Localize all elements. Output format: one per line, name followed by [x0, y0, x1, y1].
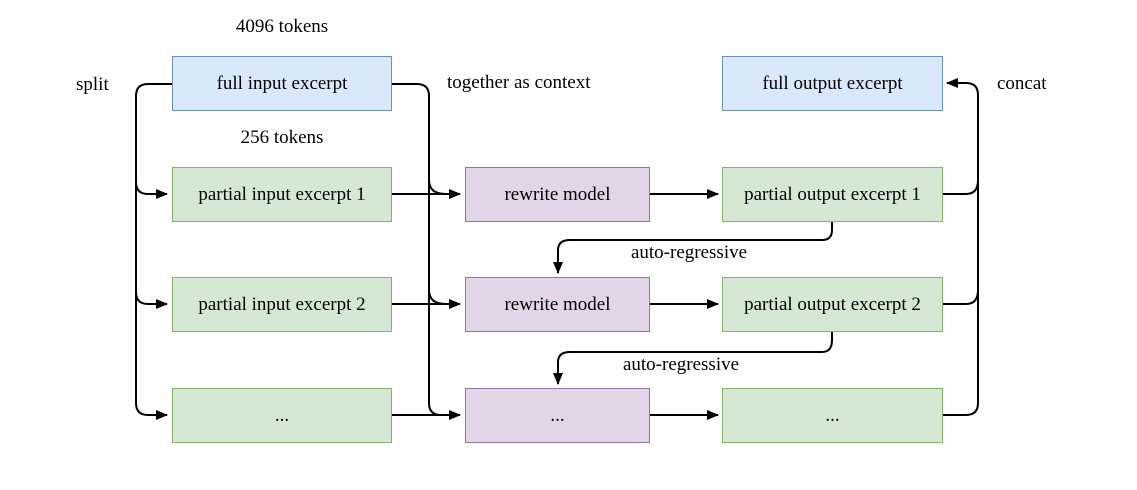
edge-split-branch2	[135, 291, 168, 309]
edge-concat-branch1	[943, 179, 979, 195]
label-together-as-context: together as context	[447, 72, 591, 93]
label-concat: concat	[997, 73, 1047, 94]
node-full-input-excerpt: full input excerpt	[172, 56, 392, 111]
label-4096-tokens: 4096 tokens	[235, 16, 329, 37]
label-256-tokens: 256 tokens	[240, 127, 324, 148]
label-split: split	[76, 74, 109, 95]
node-rewrite-model-1: rewrite model	[465, 167, 650, 222]
node-partial-output-excerpt-2: partial output excerpt 2	[722, 277, 943, 332]
node-rewrite-model-ellipsis: ...	[465, 388, 650, 443]
node-partial-input-ellipsis: ...	[172, 388, 392, 443]
node-partial-input-excerpt-2: partial input excerpt 2	[172, 277, 392, 332]
edge-context-branch2	[428, 289, 447, 305]
label-auto-regressive-2-text: auto-regressive	[620, 354, 742, 375]
node-partial-output-ellipsis: ...	[722, 388, 943, 443]
label-auto-regressive-1-text: auto-regressive	[628, 242, 750, 263]
edge-context-branch1	[428, 179, 447, 195]
node-partial-output-excerpt-1: partial output excerpt 1	[722, 167, 943, 222]
node-partial-input-excerpt-1: partial input excerpt 1	[172, 167, 392, 222]
edge-concat-branch2	[943, 289, 979, 305]
label-auto-regressive-2: auto-regressive	[558, 354, 804, 376]
node-full-output-excerpt: full output excerpt	[722, 56, 943, 111]
edge-concat-main	[943, 78, 979, 416]
edge-split-main	[135, 83, 172, 420]
label-auto-regressive-1: auto-regressive	[558, 242, 820, 264]
edge-split-branch1	[135, 181, 168, 199]
node-rewrite-model-2: rewrite model	[465, 277, 650, 332]
edge-context-main	[392, 83, 450, 416]
